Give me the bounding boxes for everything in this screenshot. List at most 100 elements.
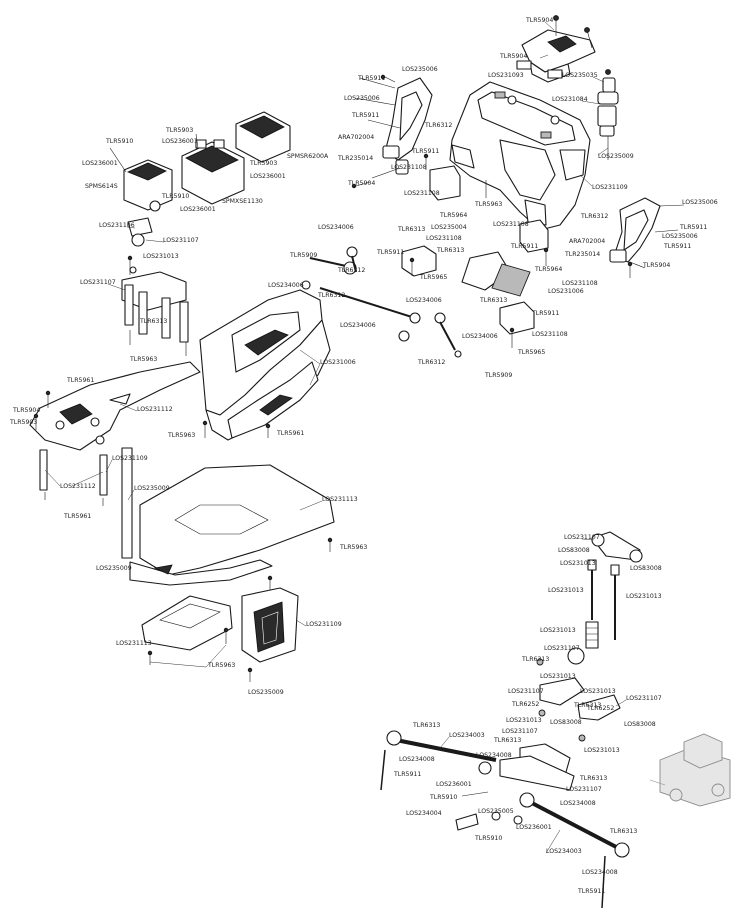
shock-spacers <box>597 69 619 160</box>
part-label: TLR6313 <box>521 656 549 663</box>
part-label: LOS231006 <box>548 288 584 295</box>
part-label: TLR5963 <box>474 201 502 208</box>
main-chassis <box>121 447 335 586</box>
part-label: LOS234006 <box>268 282 304 289</box>
part-label: TLR5909 <box>289 252 317 259</box>
battery-brace <box>199 289 331 441</box>
part-label: LOS231013 <box>560 560 596 567</box>
part-label: TLR5904 <box>525 17 553 24</box>
part-label: LOS231113 <box>322 496 358 503</box>
part-label: LOS234003 <box>546 848 582 855</box>
part-label: LOS235006 <box>682 199 718 206</box>
part-label: ARA702004 <box>569 238 605 245</box>
part-label: LOS83008 <box>624 721 656 728</box>
part-label: TLR5965 <box>517 349 545 356</box>
part-label: TLR6312 <box>317 292 345 299</box>
part-label: LOS231108 <box>562 280 598 287</box>
part-label: TLR5911 <box>376 249 404 256</box>
leader-lines <box>44 21 627 854</box>
part-label: TLR5963 <box>207 662 235 669</box>
part-label: LOS236001 <box>436 781 472 788</box>
part-label: TLR5963 <box>129 356 157 363</box>
part-label: TLR5904 <box>12 407 40 414</box>
tie-rods <box>380 730 630 909</box>
part-label: LOS234008 <box>582 869 618 876</box>
part-label: LOS236001 <box>162 138 198 145</box>
part-label: TLR6313 <box>139 318 167 325</box>
part-label: TLR5904 <box>642 262 670 269</box>
part-label: TLR5911 <box>393 771 421 778</box>
part-label: TLR5909 <box>484 372 512 379</box>
part-label: TLR235014 <box>337 155 373 162</box>
part-label: TLR5963 <box>167 432 195 439</box>
mount-blocks <box>401 165 549 335</box>
part-label: LOS234008 <box>476 752 512 759</box>
part-label: LOS231013 <box>540 627 576 634</box>
part-label: TLR5904 <box>499 53 527 60</box>
part-label: TLR6313 <box>579 775 607 782</box>
part-label: TLR5910 <box>429 794 457 801</box>
part-label: TLR5911 <box>510 243 538 250</box>
part-label: TLR5965 <box>419 274 447 281</box>
assembly-overview-thumbnail <box>649 733 731 807</box>
part-label: TLR5911 <box>679 224 707 231</box>
part-label: LOS231109 <box>306 621 342 628</box>
part-label: LOS231107 <box>544 645 580 652</box>
part-label: SPMS614S <box>85 183 118 190</box>
part-label: LOS235009 <box>598 153 634 160</box>
suspension-assembly <box>499 531 643 791</box>
front-top-bracket <box>516 15 596 83</box>
part-label: LOS231013 <box>143 253 179 260</box>
screws <box>33 74 633 682</box>
part-label: TLR6312 <box>417 359 445 366</box>
part-label: LOS231013 <box>506 717 542 724</box>
part-label: TLR5910 <box>161 193 189 200</box>
part-label: LOS234006 <box>340 322 376 329</box>
part-label: TLR6313 <box>479 297 507 304</box>
part-label: TLR5963 <box>339 544 367 551</box>
part-label: TLR6313 <box>573 702 601 709</box>
part-label: LOS231112 <box>137 406 173 413</box>
part-label: LOS231013 <box>548 587 584 594</box>
part-label: TLR6312 <box>337 267 365 274</box>
part-label: TLR6312 <box>580 213 608 220</box>
part-label: LOS235005 <box>478 808 514 815</box>
part-label: TLR235014 <box>564 251 600 258</box>
part-label: TLR6313 <box>412 722 440 729</box>
part-label: TLR5903 <box>9 419 37 426</box>
part-label: LOS231108 <box>493 221 529 228</box>
part-label: LOS235004 <box>431 224 467 231</box>
part-label: LOS234006 <box>462 333 498 340</box>
part-label: LOS231093 <box>488 72 524 79</box>
part-label: LOS236001 <box>82 160 118 167</box>
part-label: LOS235009 <box>134 485 170 492</box>
part-label: LOS235006 <box>344 95 380 102</box>
part-label: TLR6313 <box>397 226 425 233</box>
part-label: LOS236001 <box>516 824 552 831</box>
chassis-top-plate <box>29 361 201 506</box>
part-label: TLR5961 <box>66 377 94 384</box>
part-label: LOS235009 <box>248 689 284 696</box>
part-label: TLR5911 <box>357 75 385 82</box>
steering-bellcrank-right <box>609 197 685 269</box>
lower-covers <box>141 587 299 663</box>
part-label: LOS235006 <box>662 233 698 240</box>
part-label: LOS231108 <box>391 164 427 171</box>
part-label: LOS231013 <box>540 673 576 680</box>
part-label: LOS234006 <box>406 297 442 304</box>
part-label: LOS234003 <box>449 732 485 739</box>
part-label: TLR6313 <box>493 737 521 744</box>
part-label: LOS231109 <box>592 184 628 191</box>
part-label: LOS231113 <box>116 640 152 647</box>
part-label: TLR5961 <box>276 430 304 437</box>
part-label: LOS231006 <box>320 359 356 366</box>
part-label: LOS231107 <box>626 695 662 702</box>
part-label: LOS231013 <box>580 688 616 695</box>
part-label: LOS235006 <box>402 66 438 73</box>
part-label: TLR6252 <box>586 705 614 712</box>
steering-bellcrank-left <box>354 77 433 179</box>
part-label: LOS83008 <box>550 719 582 726</box>
part-label: LOS231107 <box>502 728 538 735</box>
part-label: LOS235035 <box>562 72 598 79</box>
